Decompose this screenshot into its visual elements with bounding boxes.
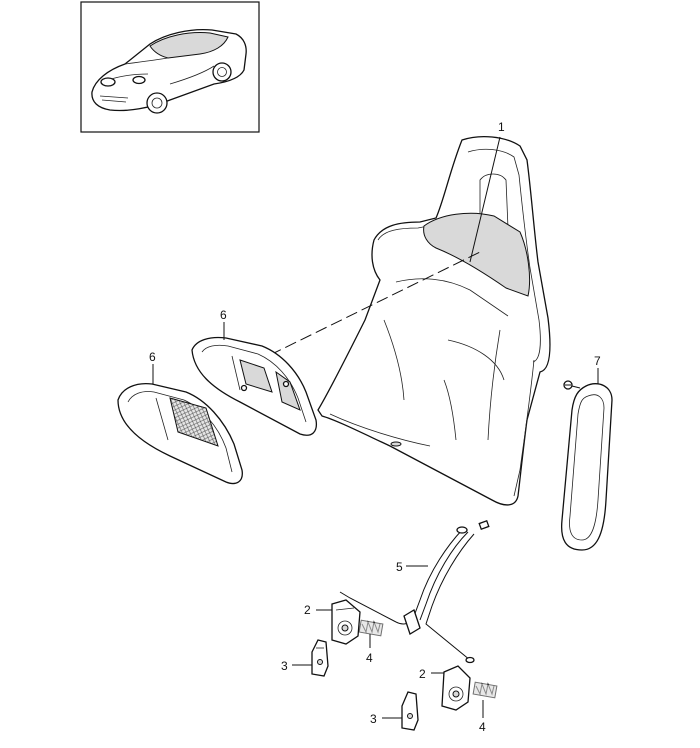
seat-backrest-shell — [317, 135, 551, 506]
callout-2-lower: 2 — [419, 667, 426, 681]
mounting-bracket-upper — [311, 639, 329, 677]
side-panel-cover — [560, 380, 613, 551]
callout-2-upper: 2 — [304, 603, 311, 617]
seat-lock-mechanism-lower — [441, 665, 471, 711]
mounting-bracket-lower — [401, 691, 419, 731]
seat-vent-trim-lower — [117, 382, 243, 485]
release-cable — [339, 519, 490, 664]
callout-6-upper: 6 — [220, 308, 227, 322]
callout-labels: 1 2 2 3 3 4 4 5 6 6 7 — [149, 120, 601, 734]
callout-3-upper: 3 — [281, 659, 288, 673]
screw-icon — [563, 380, 581, 390]
spring-upper — [358, 619, 384, 637]
callout-6-lower: 6 — [149, 350, 156, 364]
vehicle-thumbnail — [80, 1, 260, 133]
callout-1: 1 — [498, 120, 505, 134]
callout-4-upper: 4 — [366, 651, 373, 665]
callout-7: 7 — [594, 354, 601, 368]
seat-vent-trim-upper — [191, 336, 318, 436]
callout-5: 5 — [396, 560, 403, 574]
leader-lines — [152, 322, 599, 719]
spring-lower — [472, 681, 498, 699]
alignment-lines — [269, 136, 501, 356]
callout-4-lower: 4 — [479, 720, 486, 734]
car-icon — [91, 28, 247, 114]
callout-3-lower: 3 — [370, 712, 377, 726]
seat-lock-mechanism-upper — [331, 599, 361, 645]
